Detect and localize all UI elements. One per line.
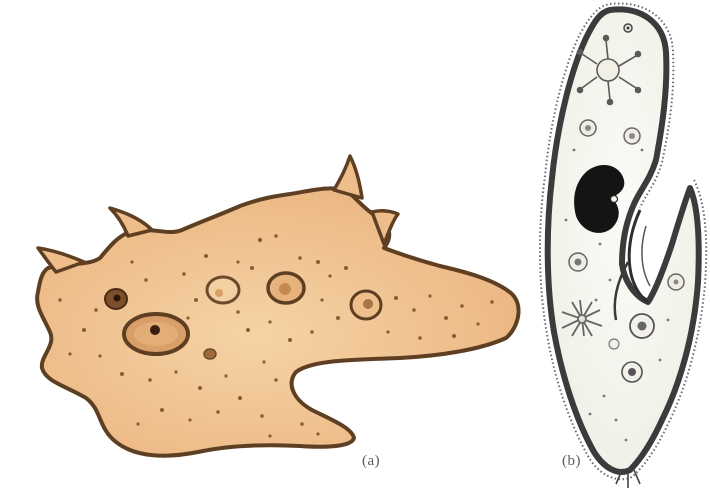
food-vacuole	[609, 339, 619, 349]
food-vacuole-content	[638, 322, 647, 331]
food-vacuole-content	[585, 125, 591, 131]
food-vacuole-content	[575, 259, 582, 266]
food-vacuole-small	[204, 349, 216, 359]
food-vacuole-content	[629, 133, 635, 139]
food-vacuole-content	[628, 368, 636, 376]
label-b: (b)	[562, 453, 581, 470]
food-vacuole-content	[674, 280, 679, 285]
pseudopod-spike	[110, 208, 152, 236]
label-a: (a)	[362, 453, 380, 470]
amoeba	[37, 156, 518, 456]
anterior-granule-dot	[627, 27, 630, 30]
micronucleus	[611, 196, 618, 203]
food-particle	[114, 295, 121, 302]
amoeba-body	[37, 188, 518, 455]
vacuole-content	[215, 289, 223, 297]
paramecium	[540, 3, 706, 488]
vacuole-content	[363, 299, 373, 309]
vacuole-content	[279, 283, 291, 295]
pseudopod-spike	[334, 156, 362, 198]
oral-groove-inner	[642, 226, 650, 286]
vacuole	[207, 277, 239, 303]
amoeba-nucleolus	[150, 325, 160, 335]
